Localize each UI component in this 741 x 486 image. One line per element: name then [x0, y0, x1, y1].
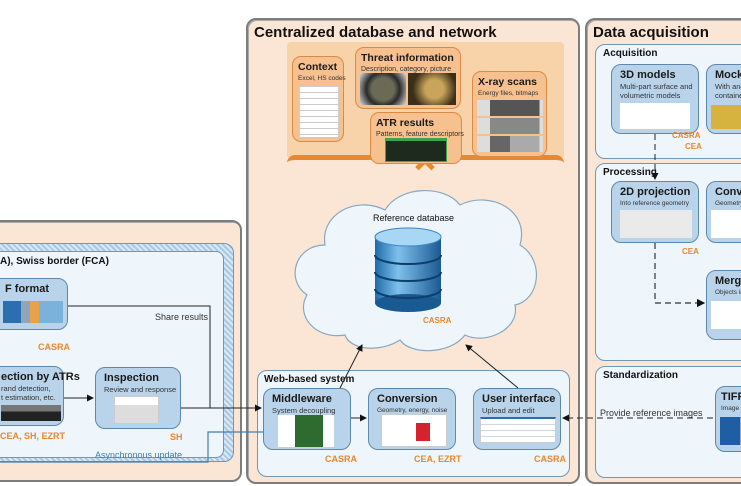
user-interface-subtitle: Upload and edit [482, 406, 535, 415]
3d-models-subtitle-1: Multi-part surface and [620, 82, 693, 91]
2d-to-merging-dashed-arrow [654, 243, 706, 308]
atr-detection-subtitle-2: t estimation, etc. [1, 393, 56, 402]
processing-conversion-image [711, 210, 741, 238]
2d-projection-card[interactable]: 2D projection Into reference geometry [611, 181, 699, 243]
xray-scan-2 [477, 118, 543, 134]
processing-conversion-title: Conversi [715, 186, 741, 198]
2d-projection-title: 2D projection [620, 186, 691, 198]
share-results-line [68, 305, 211, 408]
tiff-standard-image [720, 417, 741, 445]
tiff-format-org: CASRA [38, 342, 71, 352]
right-panel-title: Data acquisition [593, 24, 709, 41]
xray-scan-1 [477, 100, 543, 116]
share-results-label: Share results [155, 312, 209, 322]
context-title: Context [298, 61, 338, 73]
merging-card[interactable]: Mergin Objects in [706, 270, 741, 340]
2d-projection-subtitle: Into reference geometry [620, 200, 690, 207]
conversion-title: Conversion [377, 393, 438, 405]
3d-models-subtitle-2: volumetric models [620, 91, 681, 100]
inspection-subtitle: Review and response [104, 385, 177, 394]
atr-detection-image [1, 405, 61, 421]
threat-image-2 [408, 73, 456, 105]
atr-detection-card[interactable]: ection by ATRs rand detection, t estimat… [0, 366, 80, 426]
provide-reference-images-label: Provide reference images [600, 408, 703, 418]
threat-image-1 [360, 73, 406, 105]
processing-conversion-card[interactable]: Conversi Geometry [706, 181, 741, 243]
user-interface-card[interactable]: User interface Upload and edit [473, 388, 561, 450]
threat-subtitle: Description, category, picture [361, 66, 452, 73]
reference-db-title: Reference database [373, 213, 455, 223]
context-card[interactable]: Context Excel, HS codes [292, 56, 346, 142]
middleware-title: Middleware [272, 393, 332, 405]
central-panel-title: Centralized database and network [254, 24, 497, 41]
web-system-title: Web-based system [264, 374, 355, 385]
ui-to-db-arrow [465, 344, 519, 389]
xray-subtitle: Energy files, bitmaps [478, 90, 539, 97]
2d-projection-org: CEA [682, 247, 699, 256]
atr-results-image [385, 138, 447, 162]
conversion-card[interactable]: Conversion Geometry, energy, noise [368, 388, 456, 450]
3d-models-org-1: CASRA [672, 131, 701, 140]
merging-image [711, 301, 741, 329]
tiff-standard-title: TIFF form [721, 391, 741, 403]
middleware-image [278, 415, 334, 447]
atr-results-card[interactable]: ATR results Patterns, feature descriptor… [370, 112, 464, 164]
conversion-image [381, 414, 447, 447]
atr-detection-title: ection by ATRs [1, 371, 80, 383]
user-interface-title: User interface [482, 393, 556, 405]
threat-information-card[interactable]: Threat information Description, category… [355, 47, 461, 109]
async-update-label: Asynchronous update [95, 450, 183, 460]
middleware-subtitle: System decoupling [272, 406, 336, 415]
atr-results-subtitle: Patterns, feature descriptors [376, 131, 464, 138]
middleware-card[interactable]: Middleware System decoupling [263, 388, 351, 450]
merging-title: Mergin [715, 275, 741, 287]
mock-title: Mock co [715, 69, 741, 81]
acquisition-title: Acquisition [603, 48, 658, 59]
field-group-title: A), Swiss border (FCA) [0, 256, 109, 267]
processing-conversion-subtitle: Geometry [715, 200, 741, 207]
processing-title: Processing [603, 167, 657, 178]
merging-subtitle: Objects in [715, 289, 741, 296]
3d-models-image [620, 103, 690, 129]
2d-projection-image [620, 210, 692, 238]
standardization-title: Standardization [603, 370, 679, 381]
conversion-red-object [416, 423, 430, 441]
inspection-title: Inspection [104, 372, 160, 384]
database-icon [374, 227, 442, 312]
context-subtitle: Excel, HS codes [298, 75, 346, 82]
middleware-org: CASRA [325, 454, 358, 464]
reference-db-org: CASRA [423, 316, 452, 325]
tiff-format-card[interactable]: F format [0, 278, 68, 330]
mock-subtitle-1: With and [715, 82, 741, 91]
atr-detection-subtitle-1: rand detection, [1, 384, 51, 393]
xray-title: X-ray scans [478, 76, 537, 88]
inspection-org: SH [170, 432, 183, 442]
inspection-image [114, 396, 159, 424]
mock-subtitle-2: containers [715, 91, 741, 100]
async-update-line [0, 431, 263, 463]
xray-scan-3 [477, 136, 543, 152]
mock-card[interactable]: Mock co With and containers [706, 64, 741, 134]
conversion-org: CEA, EZRT [414, 454, 462, 464]
tiff-format-image [3, 301, 63, 323]
threat-title: Threat information [361, 52, 454, 64]
tiff-format-standard-card[interactable]: TIFF form Image and [715, 386, 741, 452]
mock-image [711, 105, 741, 129]
middleware-to-db-arrow [339, 344, 363, 389]
atr-detection-org: CEA, SH, EZRT [0, 431, 66, 441]
conversion-subtitle: Geometry, energy, noise [377, 407, 448, 414]
atr-results-title: ATR results [376, 117, 435, 129]
inspection-card[interactable]: Inspection Review and response [95, 367, 181, 429]
3d-models-title: 3D models [620, 69, 676, 81]
tiff-standard-subtitle: Image and [721, 405, 741, 412]
xray-scans-card[interactable]: X-ray scans Energy files, bitmaps [472, 71, 547, 157]
user-interface-org: CASRA [534, 454, 567, 464]
tiff-format-title: F format [5, 283, 49, 295]
user-interface-image [480, 417, 556, 443]
context-document-image [299, 86, 339, 138]
3d-models-card[interactable]: 3D models Multi-part surface and volumet… [611, 64, 699, 134]
3d-models-org-2: CEA [685, 142, 702, 151]
